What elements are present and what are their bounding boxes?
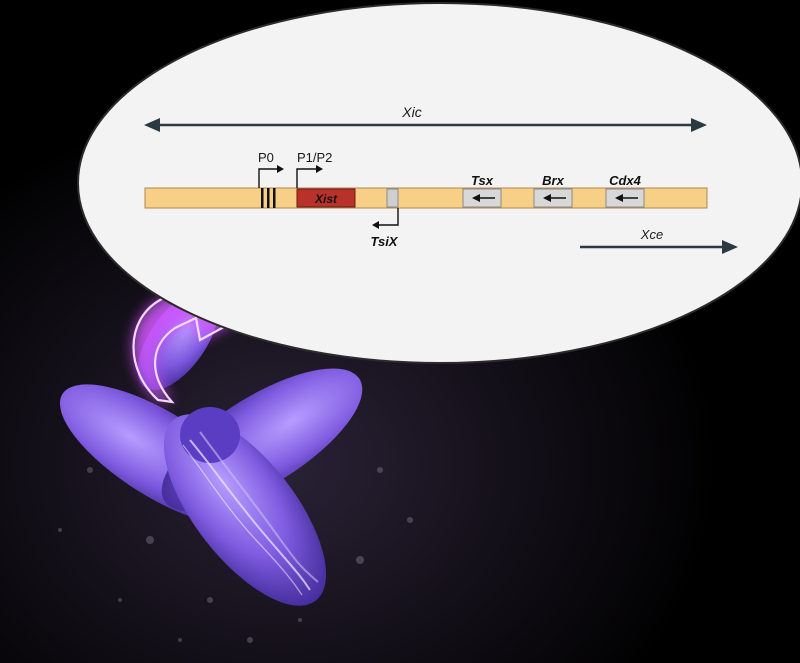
- promoter-p0-label: P0: [258, 150, 274, 165]
- gene-tsx-direction-arrow: [472, 194, 495, 202]
- gene-xist-label: Xist: [314, 192, 338, 206]
- gene-tsix-label: TsiX: [371, 234, 399, 249]
- promoter-p1p2-label: P1/P2: [297, 150, 332, 165]
- xce-label: Xce: [640, 227, 663, 242]
- promoter-p1p2-arrow: [296, 165, 323, 188]
- gene-cdx4-label: Cdx4: [609, 173, 642, 188]
- promoter-p0-arrow: [258, 165, 284, 188]
- background-speckles: [58, 418, 413, 643]
- gene-brx-direction-arrow: [543, 194, 566, 202]
- callout-bubble: [77, 2, 800, 364]
- gene-xist: [296, 188, 356, 208]
- xce-arrow: [580, 240, 738, 254]
- gene-brx-label: Brx: [542, 173, 564, 188]
- gene-cdx4-direction-arrow: [615, 194, 638, 202]
- x-chromosome-icon: [59, 289, 363, 606]
- xic-range-arrow: [144, 118, 707, 132]
- gene-tsix: [386, 188, 399, 208]
- repeat-marks: [261, 188, 276, 208]
- xic-label: Xic: [401, 104, 421, 120]
- gene-tsx-label: Tsx: [471, 173, 494, 188]
- tsix-promoter-arrow: [372, 208, 399, 229]
